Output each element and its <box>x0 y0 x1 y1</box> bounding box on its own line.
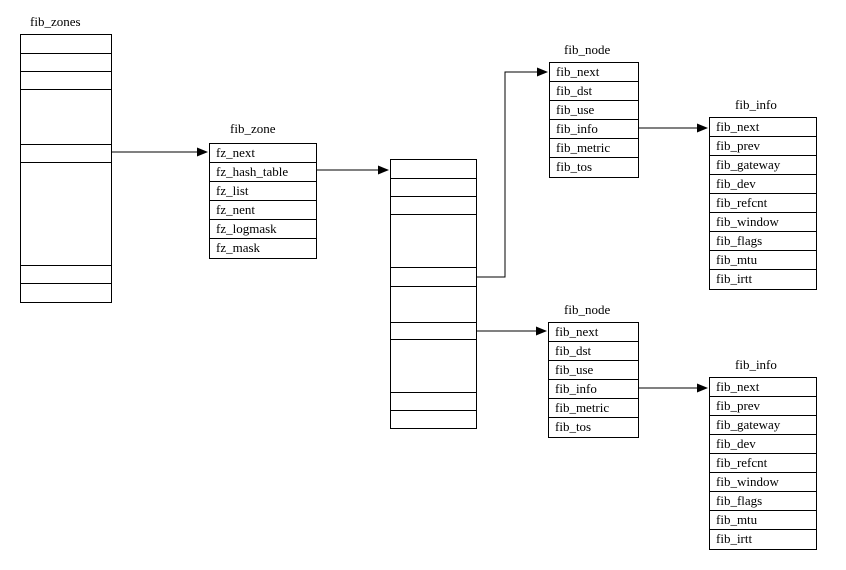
fib-zones-title: fib_zones <box>30 14 81 29</box>
field-row-fz-list: fz_list <box>210 182 316 201</box>
fib-node-bottom-table: fib_next fib_dst fib_use fib_info fib_me… <box>548 322 639 438</box>
field-row-fib-refcnt: fib_refcnt <box>710 454 816 473</box>
field-row-fz-next: fz_next <box>210 144 316 163</box>
field-row-fib-flags: fib_flags <box>710 492 816 511</box>
fib-zone-title: fib_zone <box>230 121 276 136</box>
fib-info-top-title: fib_info <box>735 97 777 112</box>
field-row-fib-mtu: fib_mtu <box>710 511 816 530</box>
fib-zone-table: fz_next fz_hash_table fz_list fz_nent fz… <box>209 143 317 259</box>
field-row-fib-tos: fib_tos <box>555 419 592 434</box>
field-row-fib-info: fib_info <box>550 120 638 139</box>
field-row-fib-flags: fib_flags <box>710 232 816 251</box>
field-row-fib-use: fib_use <box>549 361 638 380</box>
empty-cell <box>391 323 476 340</box>
empty-cell <box>21 72 111 90</box>
empty-cell <box>391 287 476 323</box>
field-row-fz-mask: fz_mask <box>216 240 261 255</box>
field-row-fib-metric: fib_metric <box>549 399 638 418</box>
field-row-fib-prev: fib_prev <box>710 397 816 416</box>
empty-cell <box>21 266 111 284</box>
field-row-fib-tos: fib_tos <box>556 159 593 174</box>
field-row-fib-dev: fib_dev <box>710 175 816 194</box>
empty-cell <box>21 163 111 266</box>
arrow-hash-table-to-fib-node-top <box>477 67 548 278</box>
empty-cell <box>21 54 111 72</box>
empty-cell <box>391 268 476 287</box>
field-row-fib-gateway: fib_gateway <box>710 416 816 435</box>
empty-cell <box>391 411 476 428</box>
field-row-fib-next: fib_next <box>710 378 816 397</box>
empty-cell <box>391 393 476 411</box>
empty-cell <box>21 35 111 54</box>
field-row-fib-dev: fib_dev <box>710 435 816 454</box>
empty-cell <box>391 160 476 179</box>
field-row-fib-next: fib_next <box>710 118 816 137</box>
field-row-fib-prev: fib_prev <box>710 137 816 156</box>
field-row-fib-window: fib_window <box>710 213 816 232</box>
fib-info-top-table: fib_next fib_prev fib_gateway fib_dev fi… <box>709 117 817 290</box>
field-row-fib-next: fib_next <box>550 63 638 82</box>
empty-cell <box>391 340 476 393</box>
field-row-fib-mtu: fib_mtu <box>710 251 816 270</box>
field-row-fib-info: fib_info <box>549 380 638 399</box>
fib-info-bottom-table: fib_next fib_prev fib_gateway fib_dev fi… <box>709 377 817 550</box>
hash-table <box>390 159 477 429</box>
field-row-fib-refcnt: fib_refcnt <box>710 194 816 213</box>
field-row-fib-next: fib_next <box>549 323 638 342</box>
field-row-fib-gateway: fib_gateway <box>710 156 816 175</box>
field-row-fib-irtt: fib_irtt <box>716 271 753 286</box>
empty-cell <box>21 90 111 145</box>
fib-zones-table <box>20 34 112 303</box>
field-row-fib-metric: fib_metric <box>550 139 638 158</box>
field-row-fib-dst: fib_dst <box>549 342 638 361</box>
field-row-fib-irtt: fib_irtt <box>716 531 753 546</box>
empty-cell <box>391 215 476 268</box>
fib-info-bottom-title: fib_info <box>735 357 777 372</box>
field-row-fz-nent: fz_nent <box>210 201 316 220</box>
empty-cell <box>21 145 111 163</box>
field-row-fz-hash-table: fz_hash_table <box>210 163 316 182</box>
field-row-fib-window: fib_window <box>710 473 816 492</box>
empty-cell <box>21 284 111 302</box>
fib-node-bottom-title: fib_node <box>564 302 611 317</box>
field-row-fib-dst: fib_dst <box>550 82 638 101</box>
field-row-fib-use: fib_use <box>550 101 638 120</box>
empty-cell <box>391 179 476 197</box>
fib-node-top-title: fib_node <box>564 42 611 57</box>
field-row-fz-logmask: fz_logmask <box>210 220 316 239</box>
empty-cell <box>391 197 476 215</box>
fib-node-top-table: fib_next fib_dst fib_use fib_info fib_me… <box>549 62 639 178</box>
